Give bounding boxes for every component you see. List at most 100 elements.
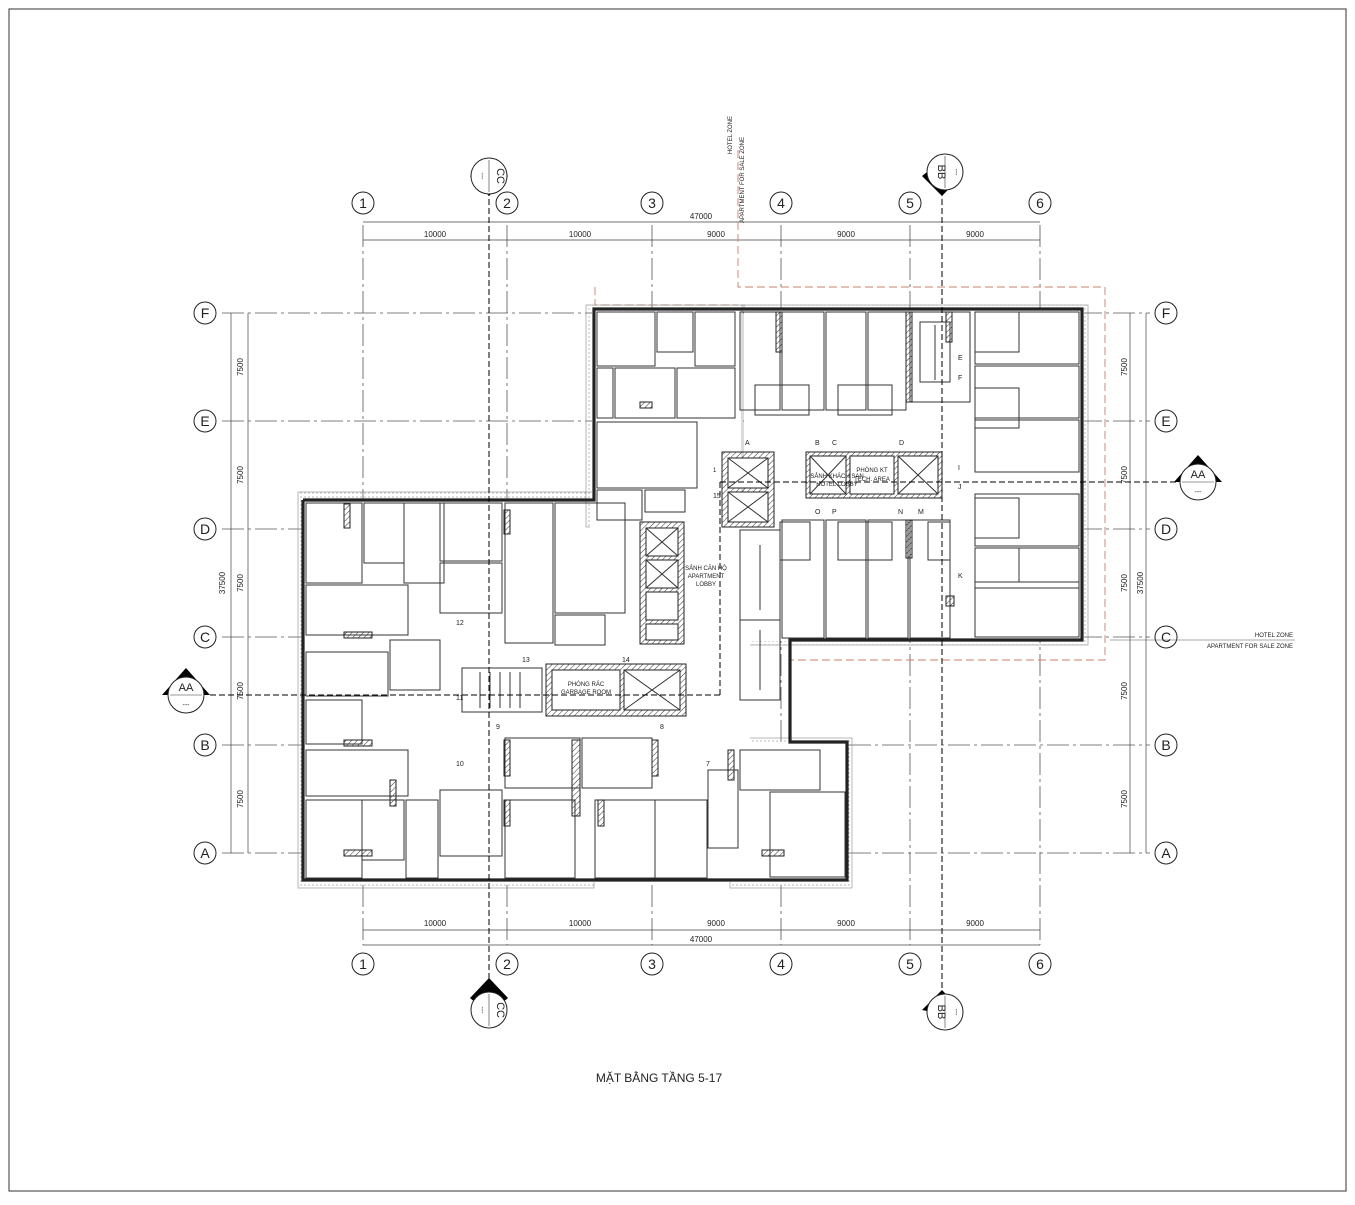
room-labels: SẢNH KHÁCH SẠN HOTEL LOBBY PHÒNG KT TECH… bbox=[561, 467, 890, 696]
grid-col-6-top: 6 bbox=[1036, 195, 1044, 211]
grid-bubbles: 1 2 3 4 5 6 1 2 3 4 5 6 F E D C B A F E … bbox=[193, 191, 1178, 976]
section-cut-lines bbox=[210, 190, 1178, 998]
unit-tag-f: F bbox=[958, 375, 962, 382]
grid-row-f-left: F bbox=[201, 305, 210, 321]
dim-row-2-right: 7500 bbox=[1120, 466, 1129, 484]
unit-tag-1: 1 bbox=[713, 468, 717, 474]
grid-col-3-top: 3 bbox=[648, 195, 656, 211]
grid-row-e-right: E bbox=[1161, 413, 1170, 429]
unit-tag-j: J bbox=[958, 484, 962, 491]
dimension-lines bbox=[230, 221, 1147, 946]
unit-tag-i: I bbox=[958, 465, 960, 472]
section-bb-top-label: BB bbox=[935, 165, 947, 180]
grid-col-1-bottom: 1 bbox=[359, 956, 367, 972]
unit-tag-9: 9 bbox=[496, 724, 500, 731]
dimension-labels: 47000 10000 10000 9000 9000 9000 10000 1… bbox=[218, 212, 1145, 944]
dim-row-2-left: 7500 bbox=[236, 466, 245, 484]
unit-tag-8: 8 bbox=[660, 724, 664, 731]
zone-label-hotel-top: HOTEL ZONE bbox=[728, 116, 734, 154]
grid-row-e-left: E bbox=[200, 413, 209, 429]
room-label-apt-lobby-vi: SẢNH CĂN HỘ bbox=[685, 565, 727, 572]
section-cc-top-sub: --- bbox=[478, 173, 485, 181]
dim-bay-5-bottom: 9000 bbox=[966, 919, 984, 928]
unit-tag-d: D bbox=[899, 440, 904, 447]
dim-bay-4-top: 9000 bbox=[837, 230, 855, 239]
unit-tag-m: M bbox=[918, 509, 924, 516]
dim-bay-3-bottom: 9000 bbox=[707, 919, 725, 928]
section-aa-left-label: AA bbox=[179, 682, 194, 694]
section-cc-bottom-label: CC bbox=[494, 1002, 506, 1018]
unit-tag-12: 12 bbox=[456, 620, 464, 627]
dim-overall-width-bottom: 47000 bbox=[690, 935, 713, 944]
grid-col-5-top: 5 bbox=[906, 195, 914, 211]
dim-bay-1-top: 10000 bbox=[424, 230, 447, 239]
dim-row-4-right: 7500 bbox=[1120, 682, 1129, 700]
unit-tag-10: 10 bbox=[456, 761, 464, 768]
dim-bay-5-top: 9000 bbox=[966, 230, 984, 239]
grid-row-a-left: A bbox=[200, 845, 210, 861]
room-label-apt-lobby-en1: APARTMENT bbox=[688, 574, 725, 580]
dim-row-5-right: 7500 bbox=[1120, 790, 1129, 808]
unit-tag-14: 14 bbox=[622, 657, 630, 664]
room-label-garbage-en: GARBAGE ROOM bbox=[561, 690, 611, 696]
section-bb-top-sub: --- bbox=[952, 169, 959, 177]
dim-overall-height-left: 37500 bbox=[218, 571, 227, 594]
unit-tag-11: 11 bbox=[456, 695, 463, 702]
grid-row-c-left: C bbox=[200, 629, 210, 645]
section-bb-bottom-sub: --- bbox=[952, 1009, 959, 1017]
dim-bay-1-bottom: 10000 bbox=[424, 919, 447, 928]
section-aa-left-sub: --- bbox=[183, 702, 191, 709]
grid-col-2-top: 2 bbox=[503, 195, 511, 211]
grid-row-d-right: D bbox=[1161, 521, 1171, 537]
room-label-garbage-vi: PHÒNG RÁC bbox=[568, 681, 605, 688]
dim-overall-width-top: 47000 bbox=[690, 212, 713, 221]
grid-col-5-bottom: 5 bbox=[906, 956, 914, 972]
dim-bay-3-top: 9000 bbox=[707, 230, 725, 239]
room-label-hotel-lobby-vi: SẢNH KHÁCH SẠN bbox=[810, 473, 863, 480]
section-cc-bottom-sub: --- bbox=[478, 1007, 485, 1015]
section-cc-top-label: CC bbox=[494, 168, 506, 184]
grid-col-1-top: 1 bbox=[359, 195, 367, 211]
grid-col-6-bottom: 6 bbox=[1036, 956, 1044, 972]
section-bb-bottom-label: BB bbox=[935, 1005, 947, 1020]
dim-row-5-left: 7500 bbox=[236, 790, 245, 808]
section-aa-right-sub: --- bbox=[1195, 489, 1203, 496]
section-aa-right-label: AA bbox=[1191, 469, 1206, 481]
dim-row-4-left: 7500 bbox=[236, 682, 245, 700]
drawing-title: MẶT BẰNG TẦNG 5-17 bbox=[596, 1070, 723, 1085]
dim-row-1-left: 7500 bbox=[236, 358, 245, 376]
room-label-hotel-lobby-en: HOTEL LOBBY bbox=[816, 482, 857, 488]
grid-row-b-right: B bbox=[1161, 737, 1170, 753]
unit-tag-b: B bbox=[815, 440, 820, 447]
grid-row-c-right: C bbox=[1161, 629, 1171, 645]
building-walls bbox=[297, 304, 1089, 889]
grid-col-2-bottom: 2 bbox=[503, 956, 511, 972]
sheet-border bbox=[8, 8, 1347, 1192]
unit-tag-o: O bbox=[815, 509, 821, 516]
dim-overall-height-right: 37500 bbox=[1136, 571, 1145, 594]
zone-label-apartment-top: APARTMENT FOR SALE ZONE bbox=[740, 137, 746, 223]
room-label-tech-en: TECH. AREA bbox=[854, 477, 890, 483]
dim-row-3-left: 7500 bbox=[236, 574, 245, 592]
unit-tags: 1 7 8 9 10 11 12 13 14 15 A B C D E F I … bbox=[456, 355, 963, 768]
dim-bay-4-bottom: 9000 bbox=[837, 919, 855, 928]
dim-row-1-right: 7500 bbox=[1120, 358, 1129, 376]
unit-tag-c: C bbox=[832, 440, 837, 447]
grid-col-4-bottom: 4 bbox=[777, 956, 785, 972]
unit-tag-7: 7 bbox=[706, 761, 710, 768]
grid-row-d-left: D bbox=[200, 521, 210, 537]
section-markers: CC --- CC --- BB --- BB --- AA --- AA --… bbox=[162, 153, 1222, 1031]
dim-bay-2-top: 10000 bbox=[569, 230, 592, 239]
unit-tag-k: K bbox=[958, 573, 963, 580]
unit-tag-n: N bbox=[898, 509, 903, 516]
grid-row-a-right: A bbox=[1161, 845, 1171, 861]
grid-col-3-bottom: 3 bbox=[648, 956, 656, 972]
grid-col-4-top: 4 bbox=[777, 195, 785, 211]
unit-tag-a: A bbox=[745, 440, 750, 447]
zone-labels: HOTEL ZONE APARTMENT FOR SALE ZONE HOTEL… bbox=[728, 116, 1295, 650]
unit-tag-e: E bbox=[958, 355, 963, 362]
zone-label-hotel-right: HOTEL ZONE bbox=[1255, 633, 1293, 639]
dim-bay-2-bottom: 10000 bbox=[569, 919, 592, 928]
grid-row-f-right: F bbox=[1162, 305, 1171, 321]
